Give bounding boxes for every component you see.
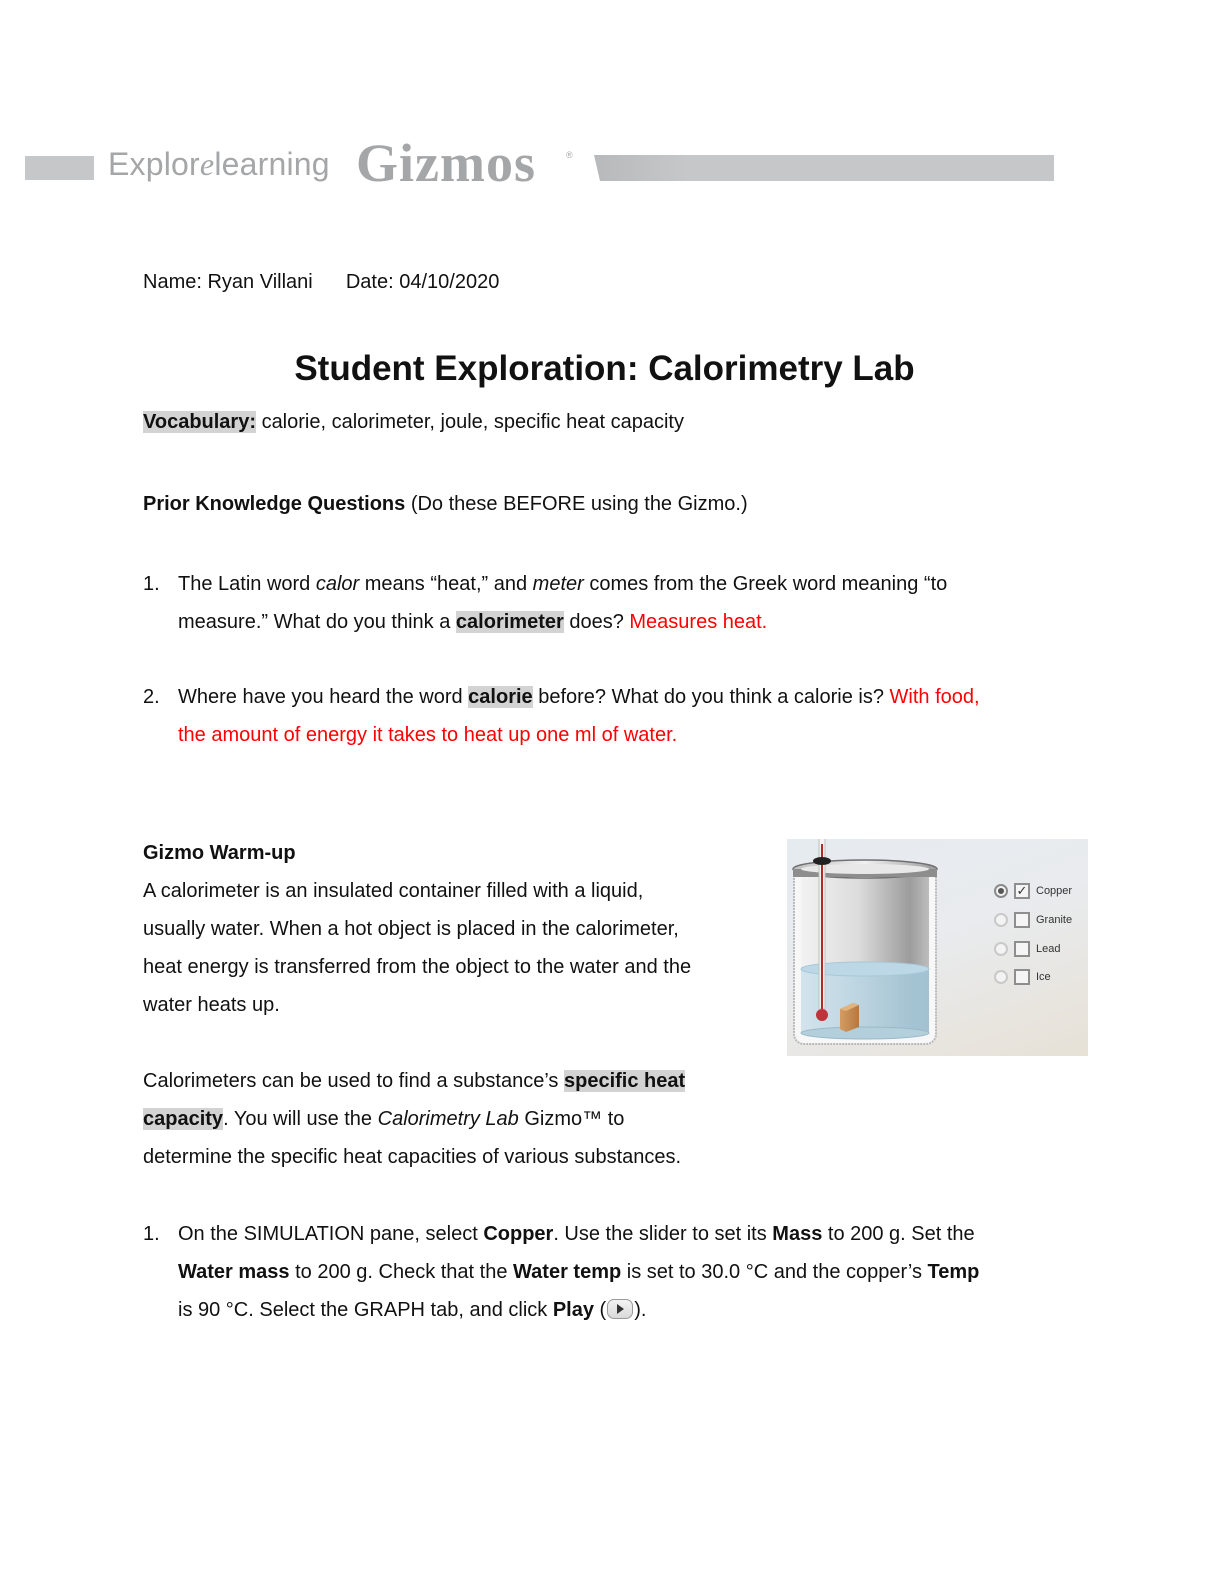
radio-icon[interactable]: [994, 942, 1008, 957]
question-1-number: 1.: [143, 573, 160, 595]
q1-text: The Latin word: [178, 573, 316, 595]
substance-option-ice[interactable]: Ice: [994, 967, 1051, 987]
q1-text: measure.” What do you think a: [178, 611, 456, 633]
step-bold-play: Play: [552, 1299, 594, 1321]
substance-option-granite[interactable]: Granite: [994, 910, 1072, 930]
vocab-term-specific-heat: specific heat: [563, 1070, 686, 1092]
substance-label: Ice: [1036, 971, 1051, 984]
step-text: to 200 g. Check that the: [289, 1261, 514, 1283]
prior-knowledge-heading: Prior Knowledge Questions (Do these BEFO…: [143, 492, 748, 516]
gizmo-name: Calorimetry Lab: [377, 1108, 519, 1130]
warmup-heading: Gizmo Warm-up: [143, 842, 296, 864]
calorimeter-text-line-3: determine the specific heat capacities o…: [143, 1146, 682, 1168]
question-2-answer[interactable]: With food,: [889, 686, 980, 708]
step-text: (: [593, 1299, 607, 1321]
logo-text-learning: learning: [214, 146, 330, 182]
warmup-text-line: A calorimeter is an insulated container …: [143, 880, 644, 902]
gizmos-logo: Gizmos: [356, 133, 536, 193]
question-2-number: 2.: [143, 686, 160, 708]
step-bold-water-mass: Water mass: [178, 1261, 290, 1283]
radio-icon[interactable]: [994, 913, 1008, 928]
logo-swirl-icon: e: [199, 146, 215, 182]
q1-italic-calor: calor: [315, 573, 360, 595]
logo-text-explor: Explor: [108, 146, 200, 182]
step-1-line-3: is 90 °C. Select the GRAPH tab, and clic…: [178, 1298, 646, 1322]
checkbox-icon[interactable]: [1014, 912, 1030, 929]
checkbox-checked-icon[interactable]: ✓: [1014, 883, 1030, 900]
q1-text: does?: [563, 611, 630, 633]
question-2-line-1: Where have you heard the word calorie be…: [178, 685, 980, 709]
step-text: . Use the slider to set its: [553, 1223, 773, 1245]
step-text: On the SIMULATION pane, select: [178, 1223, 484, 1245]
q1-text: comes from the Greek word meaning “to: [583, 573, 948, 595]
calorimeter-illustration-icon: [792, 839, 938, 1045]
step-text: ).: [634, 1299, 647, 1321]
question-2-answer-line-2[interactable]: the amount of energy it takes to heat up…: [178, 724, 678, 746]
vocabulary-line: Vocabulary: calorie, calorimeter, joule,…: [143, 410, 684, 434]
name-label: Name:: [143, 271, 202, 293]
substance-label: Granite: [1036, 914, 1073, 927]
name-date-line: Name: Ryan Villani Date: 04/10/2020: [143, 270, 499, 294]
q2-vocab-term: calorie: [468, 686, 533, 708]
calorimeter-gizmo-image: ✓ Copper Granite Lead Ice: [787, 839, 1088, 1056]
vocab-term-capacity: capacity: [143, 1108, 224, 1130]
vocabulary-label: Vocabulary:: [143, 411, 256, 433]
radio-icon[interactable]: [994, 970, 1008, 985]
q1-italic-meter: meter: [532, 573, 584, 595]
question-1-line-1: The Latin word calor means “heat,” and m…: [178, 572, 947, 596]
prior-heading-text: Prior Knowledge Questions: [143, 493, 406, 515]
substance-option-copper[interactable]: ✓ Copper: [994, 881, 1072, 901]
prior-heading-note: (Do these BEFORE using the Gizmo.): [410, 493, 748, 515]
step-1-number: 1.: [143, 1223, 160, 1245]
page-title: Student Exploration: Calorimetry Lab: [294, 349, 915, 388]
header-bar-right: [594, 155, 1054, 181]
question-1-answer[interactable]: Measures heat.: [629, 611, 768, 633]
header-bar-left: [25, 156, 94, 180]
calorimeter-text-line-1: Calorimeters can be used to find a subst…: [143, 1069, 686, 1093]
cal-text: Gizmo™ to: [518, 1108, 625, 1130]
checkbox-icon[interactable]: [1014, 941, 1030, 958]
explorelearning-logo: Explorelearning: [108, 146, 330, 183]
name-value: Ryan Villani: [207, 271, 313, 293]
substance-label: Copper: [1036, 885, 1073, 898]
step-text: to 200 g. Set the: [822, 1223, 975, 1245]
q1-text: means “heat,” and: [359, 573, 533, 595]
step-bold-temp: Temp: [927, 1261, 980, 1283]
step-bold-copper: Copper: [483, 1223, 554, 1245]
calorimeter-text-line-2: capacity. You will use the Calorimetry L…: [143, 1107, 624, 1131]
date-value: 04/10/2020: [399, 271, 500, 293]
step-bold-water-temp: Water temp: [513, 1261, 622, 1283]
warmup-text-line: water heats up.: [143, 994, 280, 1016]
radio-selected-icon[interactable]: [994, 884, 1008, 899]
q1-vocab-term: calorimeter: [455, 611, 564, 633]
step-text: is 90 °C. Select the GRAPH tab, and clic…: [178, 1299, 553, 1321]
step-1-line-1: On the SIMULATION pane, select Copper. U…: [178, 1222, 975, 1246]
registered-mark: ®: [566, 150, 573, 160]
step-1-line-2: Water mass to 200 g. Check that the Wate…: [178, 1260, 979, 1284]
substance-option-lead[interactable]: Lead: [994, 939, 1060, 959]
step-text: is set to 30.0 °C and the copper’s: [621, 1261, 928, 1283]
q2-text: Where have you heard the word: [178, 686, 469, 708]
question-1-line-2: measure.” What do you think a calorimete…: [178, 610, 767, 634]
checkbox-icon[interactable]: [1014, 969, 1030, 986]
q2-text: before? What do you think a calorie is?: [532, 686, 890, 708]
substance-label: Lead: [1036, 943, 1061, 956]
step-bold-mass: Mass: [772, 1223, 823, 1245]
cal-text: Calorimeters can be used to find a subst…: [143, 1070, 564, 1092]
warmup-text-line: heat energy is transferred from the obje…: [143, 956, 692, 978]
play-button-icon: [607, 1299, 634, 1319]
date-label: Date:: [345, 271, 394, 293]
cal-text: . You will use the: [223, 1108, 378, 1130]
vocabulary-terms: calorie, calorimeter, joule, specific he…: [261, 411, 684, 433]
warmup-text-line: usually water. When a hot object is plac…: [143, 918, 679, 940]
